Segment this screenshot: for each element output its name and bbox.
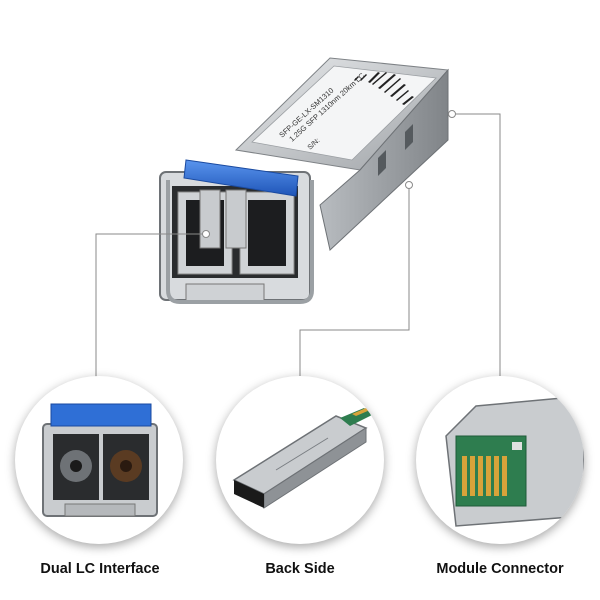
detail-module-connector [416,376,584,544]
dual-lc-interface-icon [42,403,158,517]
caption-module-connector: Module Connector [436,561,564,577]
sfp-module-back-icon [232,408,374,509]
caption-back-side: Back Side [265,561,335,577]
callout-dot-back [405,181,413,189]
callout-dot-connector [448,110,456,118]
callout-lines [95,113,501,390]
callout-dot-interface [202,230,210,238]
module-top-housing [234,57,450,251]
edge-connector-icon [445,395,584,527]
detail-back-side [216,376,384,544]
module-front-cage [159,159,314,304]
barcode [354,72,414,105]
caption-dual-lc-interface: Dual LC Interface [40,561,160,577]
blue-bail-tab [183,159,299,197]
detail-dual-lc-interface [15,376,183,544]
